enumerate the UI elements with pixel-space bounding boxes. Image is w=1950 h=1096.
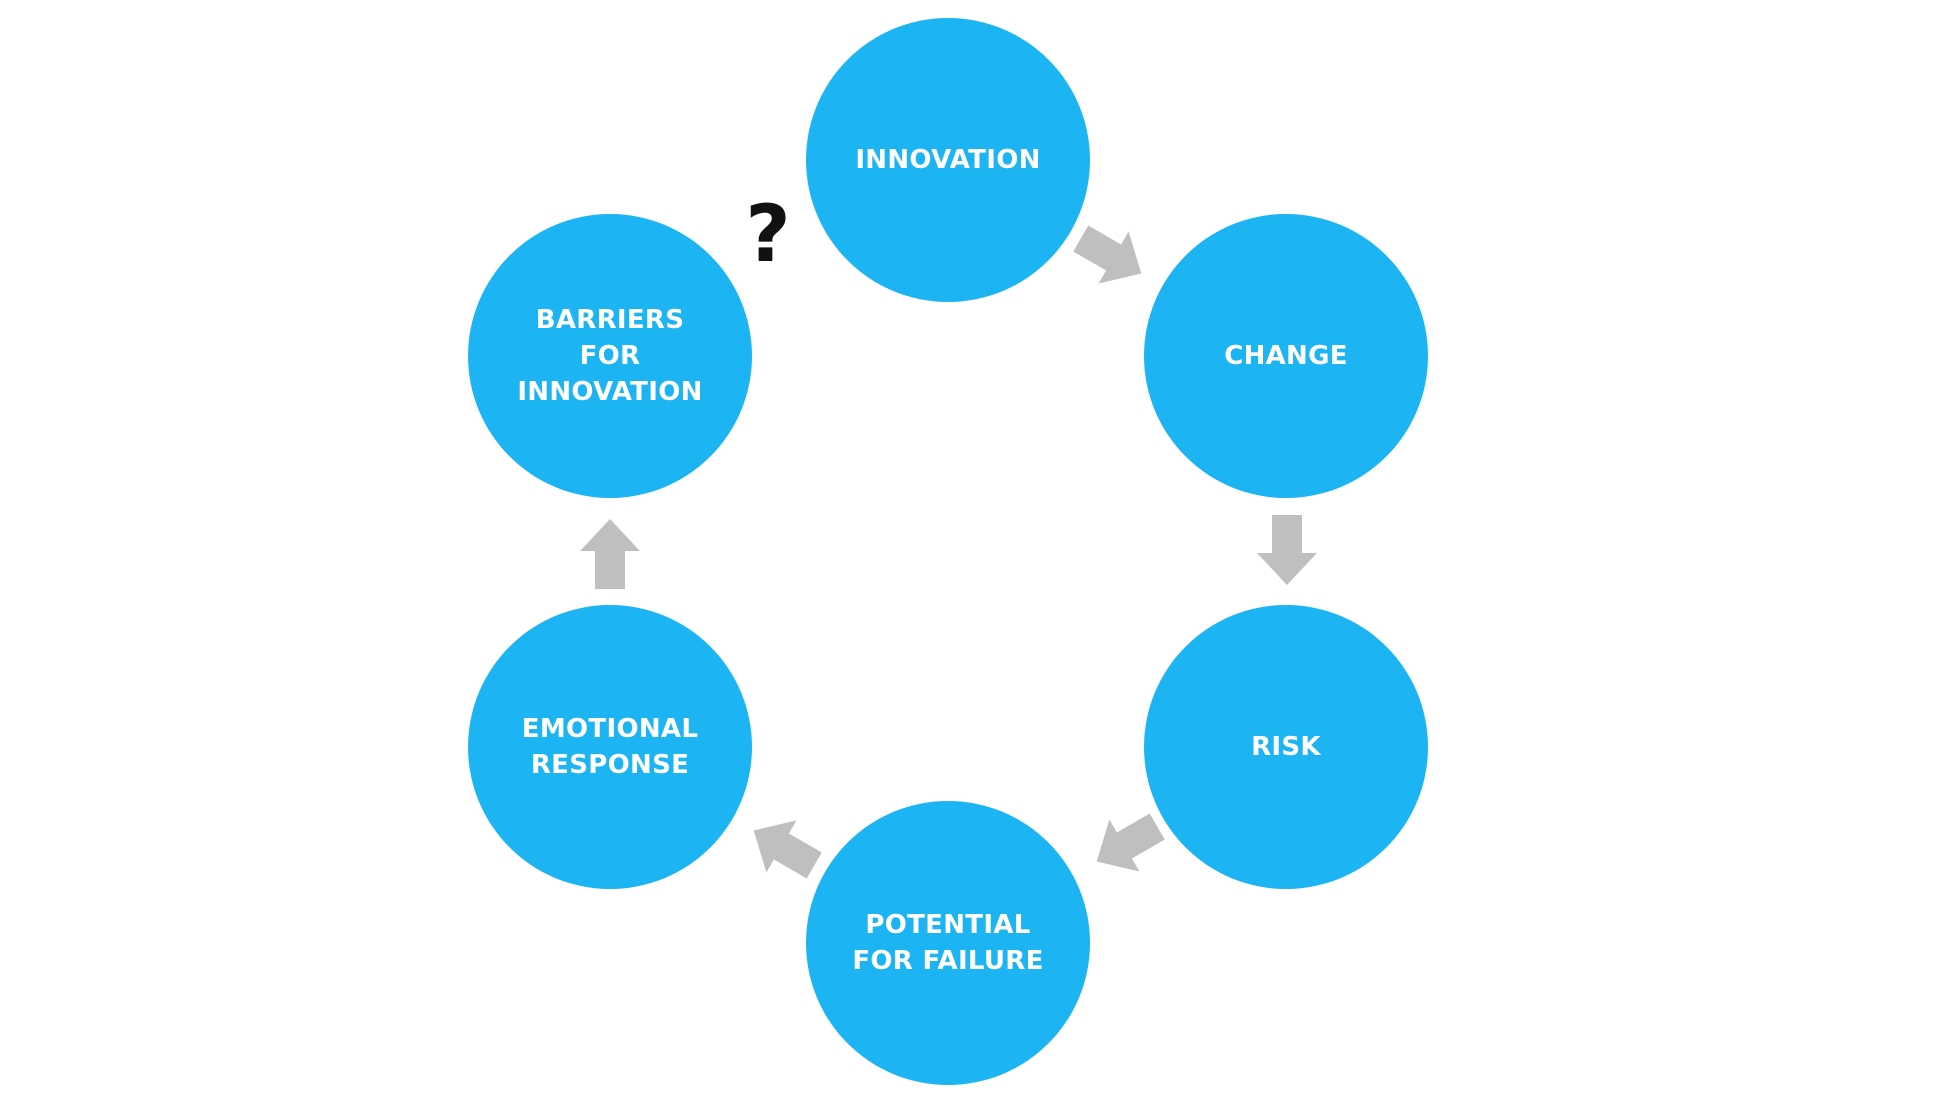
node-emotional-response: EMOTIONAL RESPONSE — [468, 605, 752, 889]
node-label-change: CHANGE — [1224, 341, 1348, 371]
node-label-barriers-for-innovation: BARRIERS FOR INNOVATION — [517, 305, 703, 407]
node-label-innovation: INNOVATION — [855, 145, 1041, 175]
arrow-risk-to-failure-icon — [1096, 813, 1165, 872]
arrow-emotional-to-barriers-icon — [580, 519, 640, 589]
node-potential-for-failure: POTENTIAL FOR FAILURE — [806, 801, 1090, 1085]
node-label-emotional-response: EMOTIONAL RESPONSE — [521, 714, 699, 780]
node-label-potential-for-failure: POTENTIAL FOR FAILURE — [852, 910, 1044, 976]
question-mark-icon: ? — [745, 190, 791, 280]
node-innovation: INNOVATION — [806, 18, 1090, 302]
arrow-innovation-to-change-icon — [1073, 225, 1142, 284]
node-barriers-for-innovation: BARRIERS FOR INNOVATION — [468, 214, 752, 498]
node-risk: RISK — [1144, 605, 1428, 889]
node-label-risk: RISK — [1251, 732, 1321, 762]
node-change: CHANGE — [1144, 214, 1428, 498]
arrow-failure-to-emotional-icon — [753, 820, 822, 879]
arrow-change-to-risk-icon — [1257, 515, 1317, 585]
